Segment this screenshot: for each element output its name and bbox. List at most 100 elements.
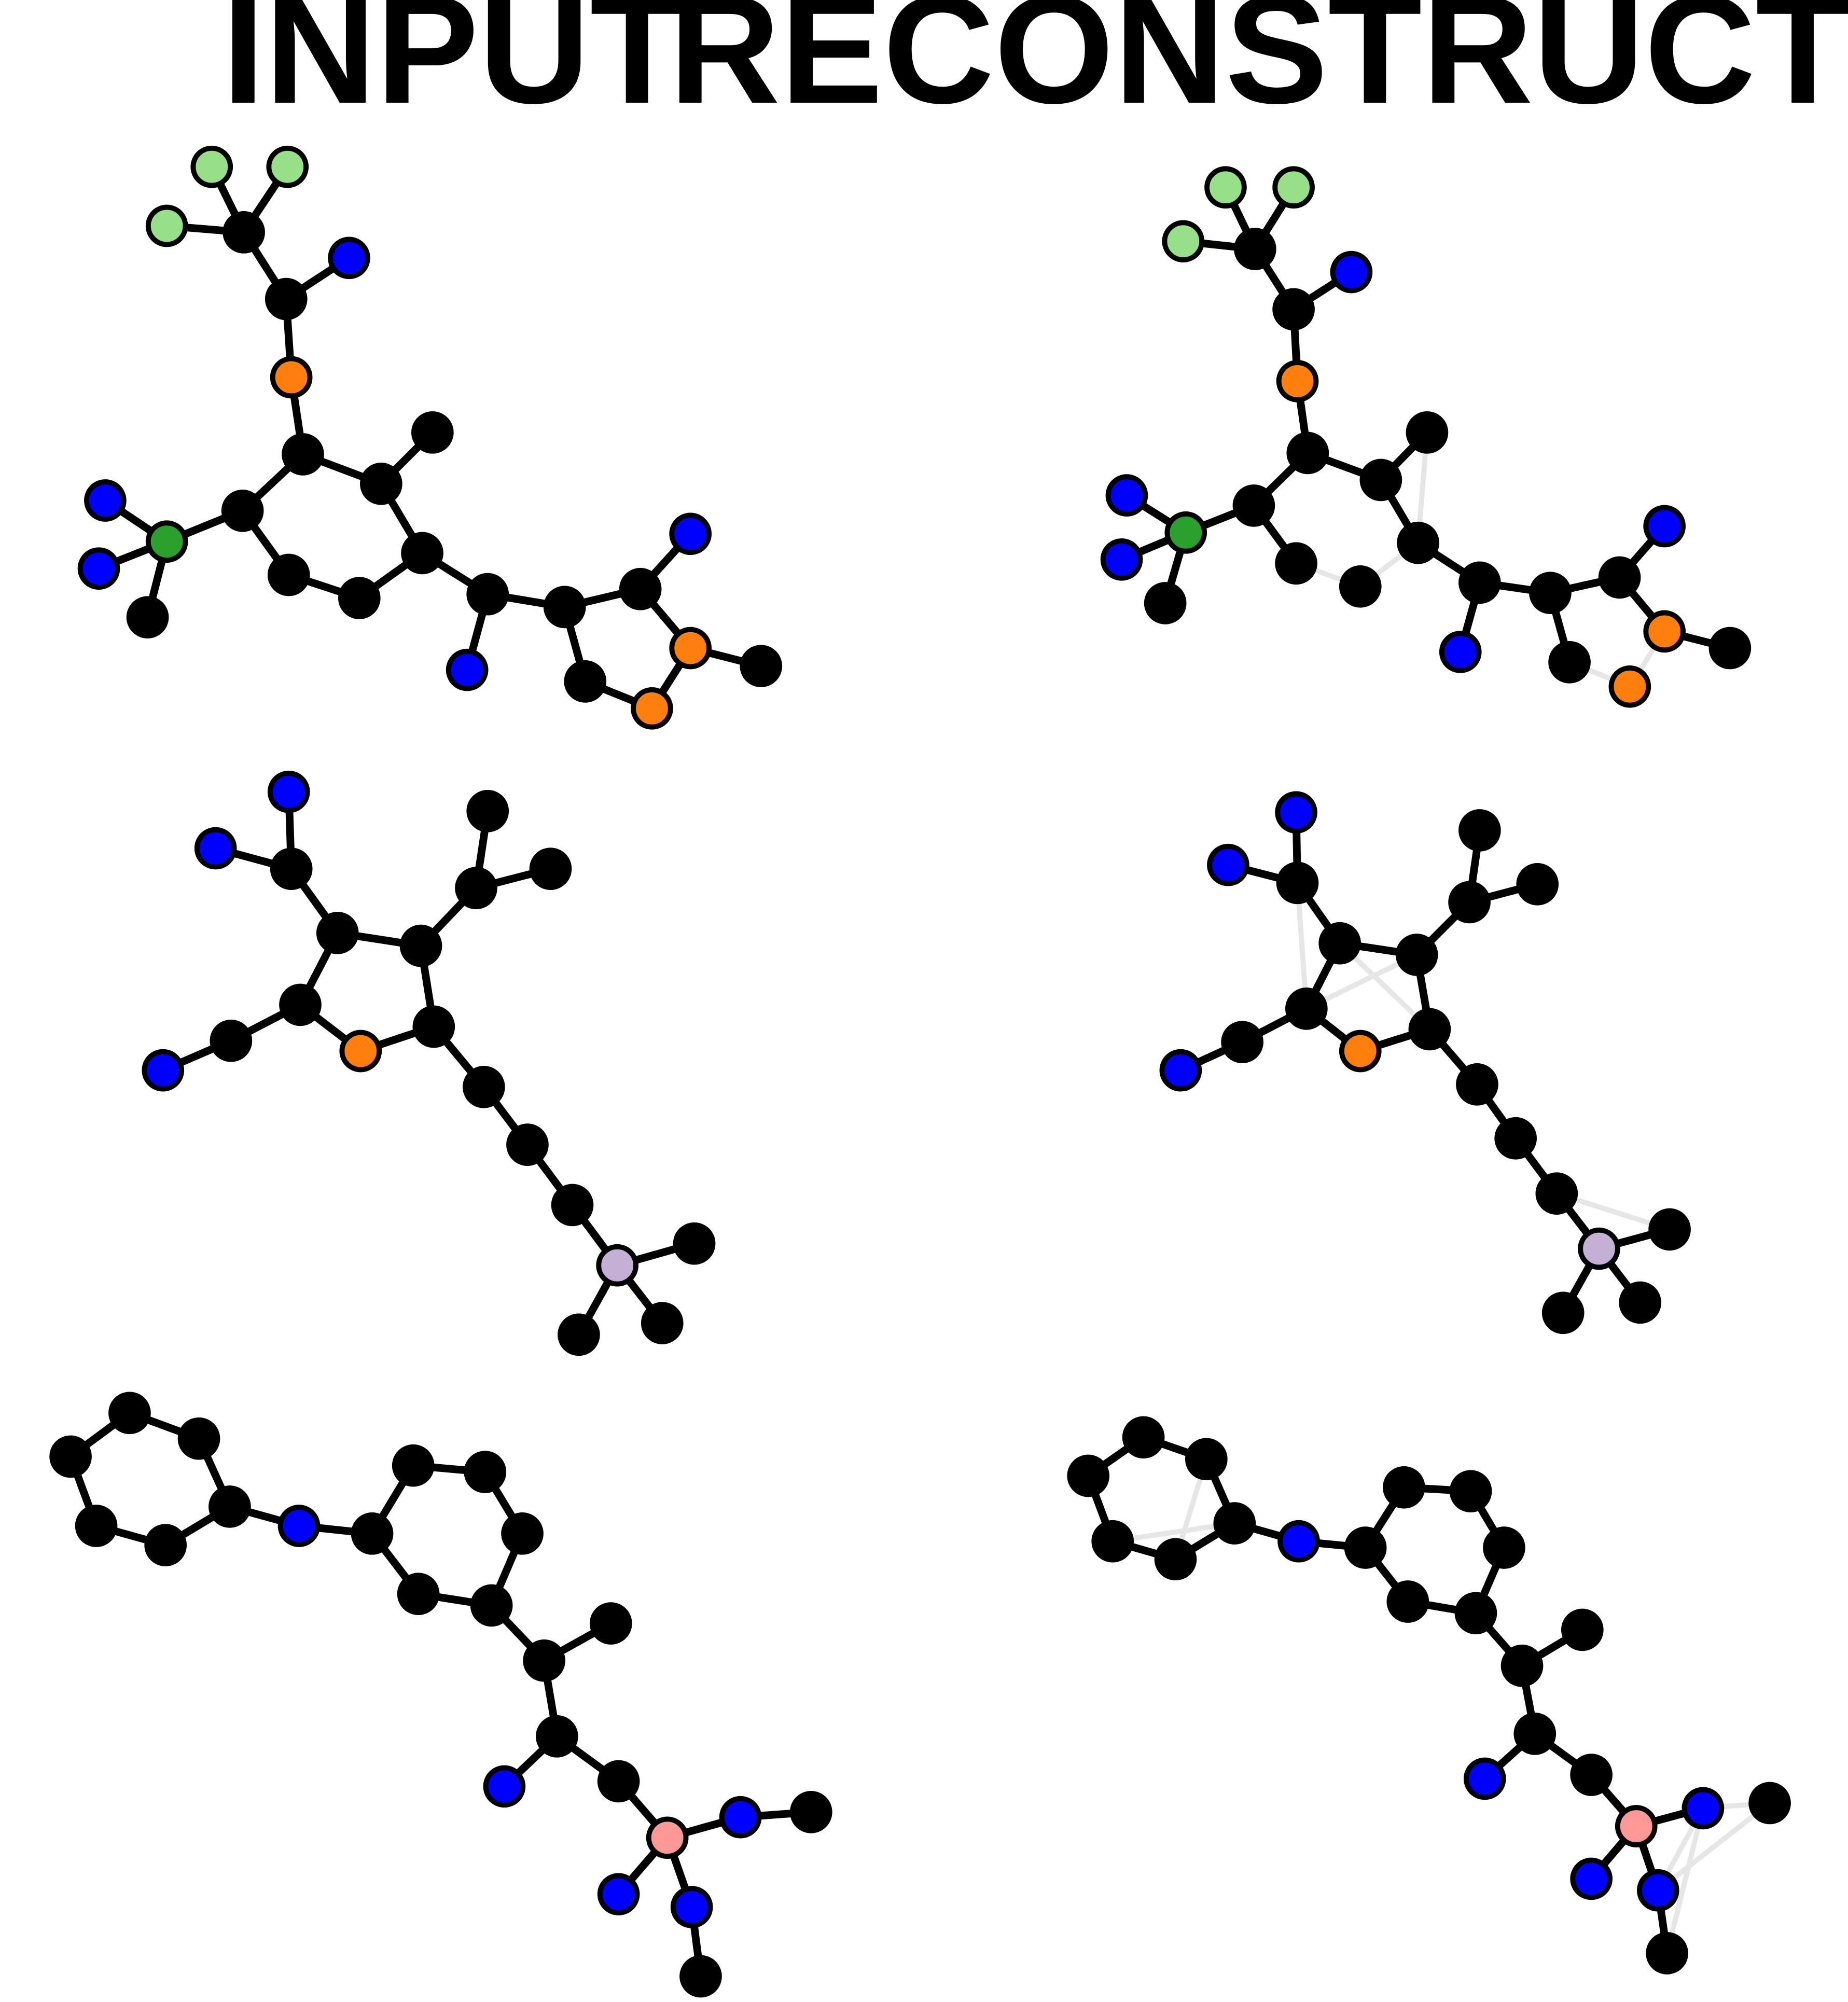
mol2-reconstruction-atom-n <box>1159 1049 1202 1092</box>
mol3-input-atom-c <box>464 1451 507 1493</box>
mol1-input-atom-c <box>360 463 402 505</box>
mol3-input-atom-c <box>49 1435 92 1478</box>
mol3-input-atom-c <box>501 1512 544 1555</box>
mol1-input-atom-c <box>466 573 509 616</box>
mol2-input-atom-c <box>279 983 322 1026</box>
mol3-input-atom-c <box>589 1602 632 1645</box>
mol3-reconstruction-atom-c <box>1185 1438 1228 1481</box>
mol3-reconstruction-atom-p <box>1615 1805 1658 1847</box>
mol1-reconstruction-atom-f <box>1272 166 1315 209</box>
mol1-reconstruction-atom-n <box>1100 538 1143 581</box>
mol1-reconstruction-atom-c <box>1529 572 1572 614</box>
mol1-reconstruction-atom-n <box>1105 474 1148 517</box>
mol2-reconstruction-atom-c <box>1448 881 1491 924</box>
mol1-reconstruction-atom-o <box>1276 360 1319 402</box>
mol1-input-atom-c <box>564 660 607 703</box>
mol1-reconstruction-atom-n <box>1643 505 1686 548</box>
mol2-reconstruction-atom-c <box>1456 1063 1498 1106</box>
mol2-input-atom-c <box>270 847 313 890</box>
mol2-input-atom-c <box>551 1184 594 1227</box>
mol2-input-graph <box>142 770 716 1356</box>
mol3-input-atom-c <box>108 1392 151 1435</box>
mol2-reconstruction-atom-c <box>1619 1281 1661 1324</box>
mol3-input-atom-n <box>719 1796 762 1839</box>
mol2-reconstruction-atom-c <box>1318 922 1361 965</box>
mol3-reconstruction-atom-c <box>1646 1932 1688 1975</box>
mol1-reconstruction-atom-c <box>1144 582 1187 624</box>
molecule-graphs <box>49 145 1791 1998</box>
mol1-reconstruction-atom-c <box>1598 556 1641 599</box>
mol3-input-atom-c <box>392 1444 435 1487</box>
mol1-reconstruction-atom-c <box>1406 411 1449 454</box>
mol1-reconstruction-atom-c <box>1232 484 1275 527</box>
mol3-input-atom-n <box>597 1873 640 1915</box>
mol1-input-atom-o <box>631 687 673 730</box>
mol2-input-atom-si <box>596 1244 638 1287</box>
mol2-input-atom-n <box>267 770 310 813</box>
mol3-reconstruction-faint-bond <box>1655 1800 1773 1893</box>
mol1-input-atom-f <box>266 145 309 188</box>
mol2-reconstruction-atom-si <box>1578 1227 1620 1270</box>
mol1-reconstruction-atom-c <box>1339 565 1382 608</box>
mol3-reconstruction-atom-c <box>1561 1608 1604 1651</box>
mol2-input-atom-c <box>466 789 509 832</box>
mol1-input-atom-n <box>446 648 489 691</box>
mol3-input-atom-c <box>789 1790 832 1833</box>
mol3-reconstruction-atom-c <box>1122 1416 1165 1459</box>
mol1-input-atom-f <box>145 204 188 247</box>
mol3-input-atom-n <box>483 1765 526 1808</box>
mol1-input-atom-n <box>84 479 127 522</box>
mol2-reconstruction-atom-c <box>1408 1008 1451 1051</box>
mol3-input-atom-c <box>209 1485 251 1528</box>
mol1-reconstruction-atom-n <box>1439 631 1482 673</box>
mol2-reconstruction-atom-c <box>1541 1291 1585 1334</box>
mol3-input-atom-c <box>351 1512 394 1555</box>
mol2-reconstruction-atom-n <box>1207 843 1249 886</box>
mol3-reconstruction-atom-n <box>1570 1857 1613 1900</box>
mol3-reconstruction-atom-c <box>1483 1526 1525 1569</box>
mol2-input-atom-c <box>316 912 359 954</box>
mol1-input-atom-c <box>619 567 662 610</box>
mol3-input-atom-n <box>670 1886 713 1928</box>
mol3-input-atom-n <box>277 1505 321 1547</box>
mol2-input-atom-c <box>412 1005 455 1048</box>
mol3-reconstruction-graph <box>1067 1416 1791 1975</box>
mol2-input-atom-c <box>506 1123 549 1166</box>
mol2-input-atom-c <box>673 1222 716 1265</box>
mol3-reconstruction-atom-c <box>1383 1466 1425 1509</box>
mol2-reconstruction-atom-n <box>1275 791 1317 834</box>
mol1-input-atom-f <box>190 145 233 188</box>
mol2-input-atom-c <box>529 847 572 890</box>
mol1-input-atom-c <box>740 645 783 688</box>
mol3-input-atom-c <box>523 1639 565 1682</box>
mol1-reconstruction-atom-c <box>1234 228 1276 270</box>
mol1-reconstruction-atom-o <box>1608 665 1651 708</box>
mol3-input-atom-c <box>397 1573 440 1615</box>
mol1-reconstruction-atom-c <box>1548 641 1591 684</box>
mol1-reconstruction-graph <box>1100 166 1752 708</box>
mol1-input-atom-c <box>338 577 381 619</box>
mol3-reconstruction-atom-n <box>1636 1869 1679 1912</box>
mol2-reconstruction-atom-c <box>1276 861 1319 905</box>
mol3-reconstruction-atom-c <box>1454 1592 1497 1635</box>
mol1-input-atom-c <box>223 211 265 254</box>
mol2-reconstruction-graph <box>1159 791 1691 1334</box>
mol3-reconstruction-atom-c <box>1386 1580 1429 1623</box>
mol1-reconstruction-atom-c <box>1458 561 1501 604</box>
mol2-reconstruction-atom-c <box>1535 1172 1578 1215</box>
mol1-reconstruction-atom-c <box>1275 542 1317 585</box>
mol2-input-atom-n <box>194 827 237 870</box>
mol2-reconstruction-atom-c <box>1395 934 1438 976</box>
mol2-reconstruction-atom-c <box>1494 1117 1537 1160</box>
mol3-reconstruction-atom-c <box>1748 1782 1791 1825</box>
mol1-reconstruction-atom-cl <box>1164 511 1207 554</box>
mol1-reconstruction-atom-c <box>1286 432 1329 475</box>
mol2-reconstruction-atom-c <box>1516 863 1559 906</box>
mol2-reconstruction-atom-c <box>1648 1208 1691 1251</box>
mol3-reconstruction-atom-c <box>1067 1454 1110 1497</box>
mol3-input-atom-p <box>646 1816 689 1859</box>
mol2-input-atom-c <box>455 867 497 910</box>
mol2-reconstruction-atom-o <box>1339 1030 1382 1073</box>
mol3-input-atom-c <box>597 1760 640 1803</box>
mol3-input-atom-c <box>75 1505 118 1547</box>
